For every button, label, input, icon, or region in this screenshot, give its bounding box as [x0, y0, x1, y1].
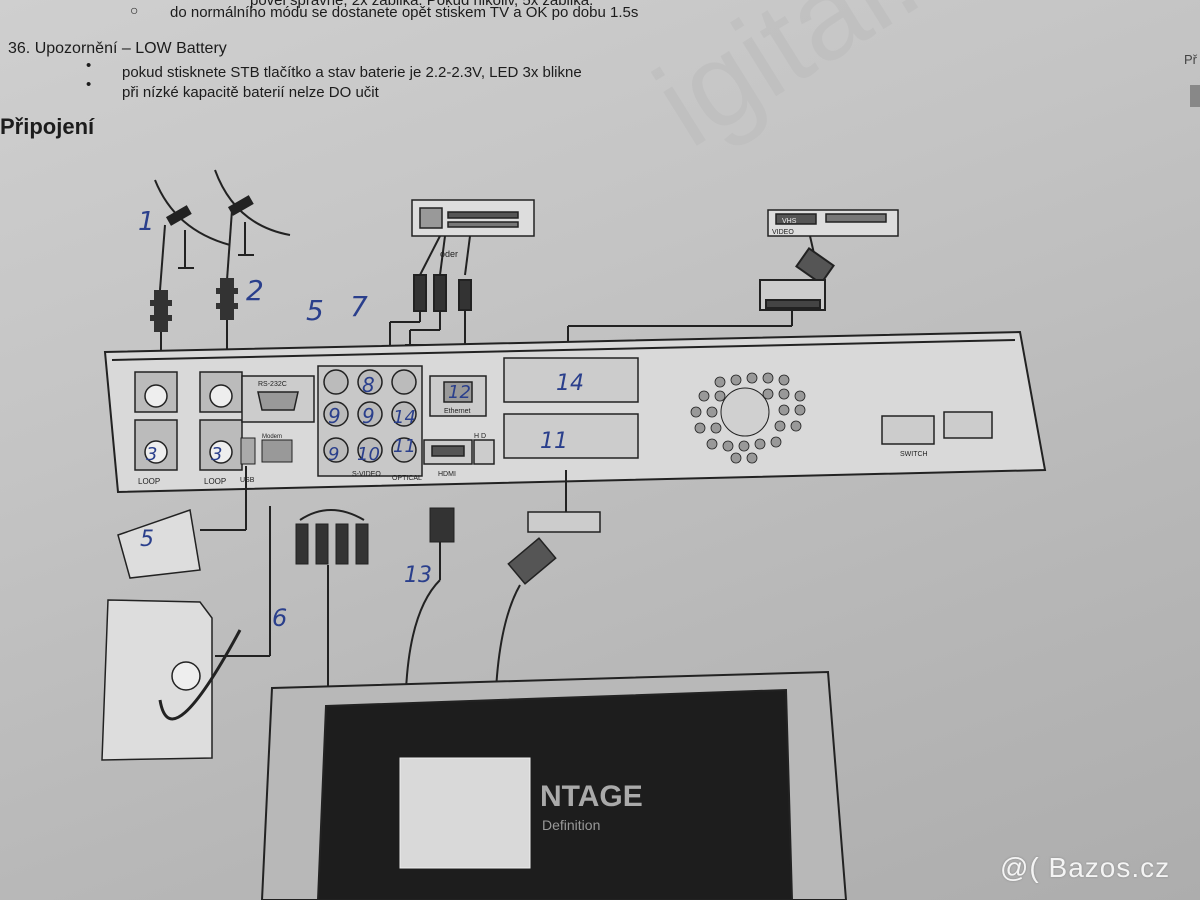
hand-number: 8 — [362, 373, 375, 397]
hand-number: 14 — [393, 407, 416, 428]
vcr-device — [767, 209, 899, 237]
scart-plug — [507, 511, 601, 585]
hand-number: 9 — [328, 404, 341, 428]
ethernet-port — [429, 375, 487, 417]
audio-cables — [389, 235, 472, 362]
usb-port — [240, 437, 256, 465]
hd-label: H D — [474, 433, 486, 440]
side-fragment: Př — [1184, 52, 1197, 67]
bullet-circle: ○ — [130, 2, 139, 18]
amplifier — [411, 199, 535, 237]
loop-label-1: LOOP — [138, 477, 160, 486]
hdmi-label: HDMI — [438, 471, 456, 478]
hand-number: 5 — [140, 527, 154, 552]
hand-number: 13 — [404, 563, 432, 588]
rs232-label: RS-232C — [258, 381, 287, 388]
video-label: VIDEO — [772, 229, 794, 236]
hand-number: 14 — [556, 371, 584, 396]
modem-label: Modem — [262, 434, 282, 440]
satellite-dish-2 — [214, 169, 291, 281]
lower-cables — [200, 466, 567, 691]
satellite-dish-1 — [154, 179, 231, 291]
hand-number: 3 — [211, 444, 222, 465]
television — [260, 670, 848, 900]
handwritten-numbers: 1 2 5 7 8 9 9 14 12 3 3 9 10 11 14 11 5 … — [138, 207, 584, 632]
hdmi-plug — [429, 507, 455, 543]
hdmi-port — [423, 439, 495, 465]
rs232-port — [241, 375, 315, 423]
av-rca-block — [317, 365, 423, 477]
loop-label-2: LOOP — [204, 477, 226, 486]
hand-number: 9 — [362, 404, 375, 428]
hand-number: 3 — [146, 444, 157, 465]
bullet-dot: • — [86, 76, 92, 93]
rca-plugs — [295, 509, 369, 565]
modem-port — [261, 439, 293, 463]
lnb-in-1 — [134, 371, 178, 471]
tv-subtitle: Definition — [542, 817, 600, 833]
hand-number: 12 — [448, 382, 471, 403]
fan-grille — [690, 372, 806, 464]
pc-tower — [101, 599, 242, 761]
bullet-1-text: pokud stisknete STB tlačítko a stav bate… — [122, 64, 582, 81]
hand-number: 11 — [393, 436, 416, 457]
ethernet-label: Ethernet — [444, 408, 471, 415]
scart-sockets — [503, 357, 639, 459]
amp-label: oder — [440, 249, 458, 259]
site-watermark: @( Bazos.cz — [1000, 852, 1171, 883]
tv-logo: NTAGE — [540, 780, 643, 813]
hand-number: 11 — [540, 429, 568, 454]
top-line-partial: do normálního módu se dostanete opět sti… — [170, 4, 639, 21]
background-watermark: igital.c — [633, 0, 992, 172]
fan-hub — [720, 387, 770, 437]
svideo-label: S-VIDEO — [352, 471, 381, 478]
hand-number: 1 — [138, 207, 155, 237]
bullet-dot: • — [86, 57, 92, 74]
power-switch — [881, 411, 993, 445]
top-line-partial-above: povel správně, 2x zabliká. Pokud nikoliv… — [250, 0, 594, 9]
hand-number: 6 — [272, 604, 287, 632]
section-heading: Připojení — [0, 114, 95, 139]
bullet-2-text: při nízké kapacitě baterií nelze DO učit — [122, 84, 379, 101]
hand-number: 5 — [306, 294, 324, 327]
hand-number: 7 — [350, 290, 368, 323]
usb-stick — [117, 508, 201, 579]
optical-label: OPTICAL — [392, 475, 422, 482]
hand-number: 2 — [246, 274, 264, 307]
scart-cable-vcr — [567, 235, 835, 350]
vhs-label: VHS — [782, 218, 797, 225]
page-edge-mark — [1190, 85, 1200, 107]
switch-label: SWITCH — [900, 451, 928, 458]
hand-number: 10 — [357, 444, 380, 465]
item-36-heading: 36. Upozornění – LOW Battery — [8, 40, 227, 57]
hand-number: 9 — [328, 444, 339, 465]
usb-label: USB — [240, 477, 255, 484]
